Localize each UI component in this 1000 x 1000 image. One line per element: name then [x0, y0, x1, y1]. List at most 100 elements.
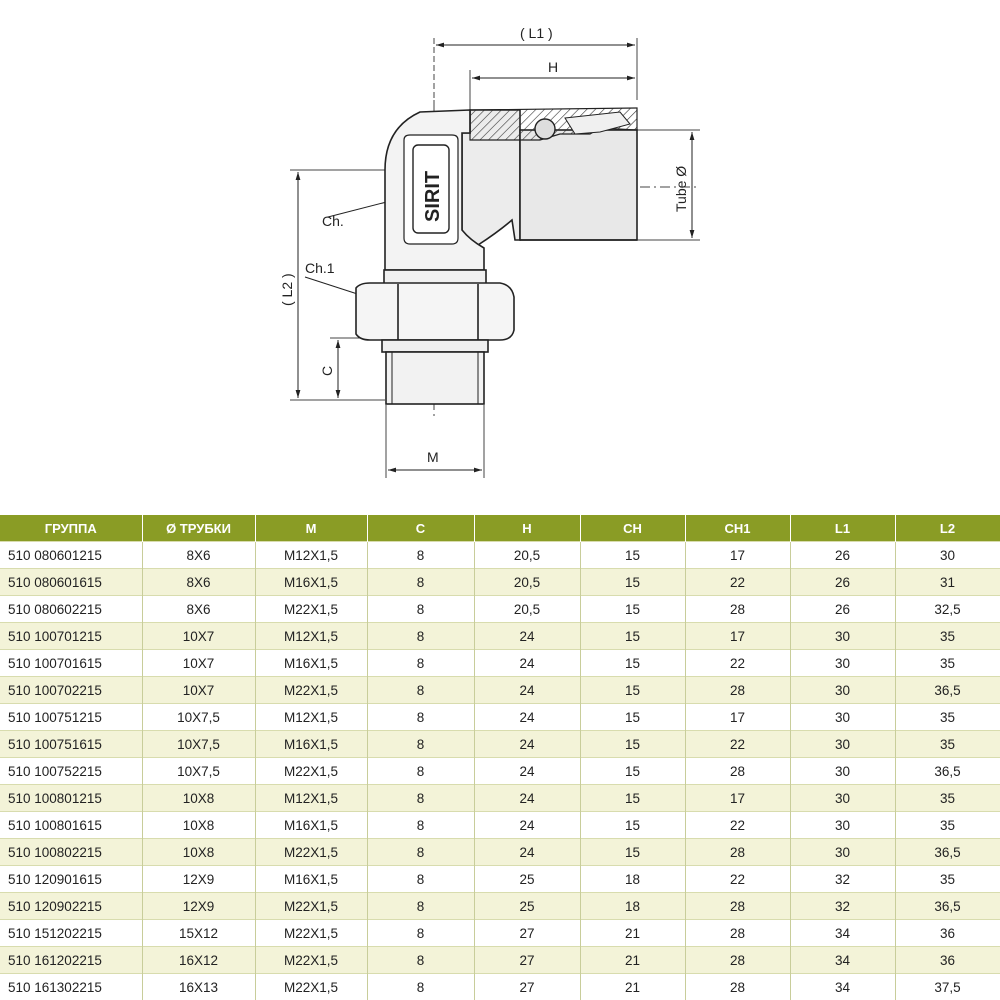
- cell-tube: 10X7: [142, 649, 256, 677]
- cell-l2: 36,5: [895, 838, 1000, 866]
- cell-ch: 21: [580, 946, 686, 974]
- cell-l1: 30: [790, 703, 896, 731]
- cell-ch: 21: [580, 919, 686, 947]
- cell-ch: 15: [580, 568, 686, 596]
- table-header-row: ГРУППА Ø ТРУБКИ M C H CH CH1 L1 L2: [0, 515, 1000, 542]
- dim-label-ch: Ch.: [322, 213, 344, 229]
- cell-group: 510 080602215: [0, 595, 143, 623]
- dim-label-ch1: Ch.1: [305, 260, 335, 276]
- cell-ch1: 17: [685, 622, 791, 650]
- cell-l2: 35: [895, 784, 1000, 812]
- cell-group: 510 080601615: [0, 568, 143, 596]
- cell-m: M12X1,5: [255, 622, 368, 650]
- dim-label-l1: ( L1 ): [520, 25, 553, 41]
- cell-h: 27: [474, 919, 581, 947]
- header-ch: CH: [580, 515, 686, 542]
- dim-label-c: C: [319, 366, 335, 376]
- cell-ch: 21: [580, 973, 686, 1000]
- cell-m: M22X1,5: [255, 676, 368, 704]
- cell-m: M22X1,5: [255, 595, 368, 623]
- cell-ch: 15: [580, 838, 686, 866]
- cell-c: 8: [367, 541, 475, 569]
- cell-tube: 10X7,5: [142, 703, 256, 731]
- cell-ch: 15: [580, 622, 686, 650]
- cell-tube: 10X7: [142, 676, 256, 704]
- cell-l2: 35: [895, 703, 1000, 731]
- cell-tube: 8X6: [142, 568, 256, 596]
- cell-tube: 8X6: [142, 595, 256, 623]
- cell-group: 510 120902215: [0, 892, 143, 920]
- cell-c: 8: [367, 595, 475, 623]
- cell-h: 24: [474, 757, 581, 785]
- dim-label-m: M: [427, 449, 439, 465]
- cell-l1: 32: [790, 865, 896, 893]
- cell-group: 510 161302215: [0, 973, 143, 1000]
- cell-m: M12X1,5: [255, 541, 368, 569]
- cell-group: 510 161202215: [0, 946, 143, 974]
- cell-l2: 36: [895, 946, 1000, 974]
- cell-l2: 30: [895, 541, 1000, 569]
- cell-c: 8: [367, 865, 475, 893]
- cell-h: 24: [474, 622, 581, 650]
- cell-l1: 30: [790, 757, 896, 785]
- cell-ch1: 28: [685, 946, 791, 974]
- cell-ch1: 22: [685, 811, 791, 839]
- cell-m: M22X1,5: [255, 757, 368, 785]
- cell-ch1: 22: [685, 865, 791, 893]
- cell-group: 510 100801615: [0, 811, 143, 839]
- cell-h: 20,5: [474, 568, 581, 596]
- cell-c: 8: [367, 622, 475, 650]
- cell-ch1: 28: [685, 892, 791, 920]
- header-c: C: [367, 515, 475, 542]
- cell-c: 8: [367, 730, 475, 758]
- cell-l1: 30: [790, 730, 896, 758]
- cell-c: 8: [367, 946, 475, 974]
- extension-lines: [290, 38, 700, 478]
- cell-ch1: 28: [685, 676, 791, 704]
- cell-l2: 35: [895, 865, 1000, 893]
- cell-l1: 30: [790, 838, 896, 866]
- header-tube: Ø ТРУБКИ: [142, 515, 256, 542]
- header-h: H: [474, 515, 581, 542]
- cell-l1: 34: [790, 919, 896, 947]
- cell-m: M22X1,5: [255, 892, 368, 920]
- cell-h: 25: [474, 892, 581, 920]
- cell-group: 510 100701615: [0, 649, 143, 677]
- cell-l2: 36: [895, 919, 1000, 947]
- cell-l1: 30: [790, 676, 896, 704]
- cell-ch: 18: [580, 892, 686, 920]
- cell-m: M22X1,5: [255, 838, 368, 866]
- cell-ch1: 28: [685, 919, 791, 947]
- cell-m: M16X1,5: [255, 865, 368, 893]
- cell-l2: 31: [895, 568, 1000, 596]
- cell-h: 24: [474, 811, 581, 839]
- cell-ch: 15: [580, 595, 686, 623]
- cell-c: 8: [367, 892, 475, 920]
- cell-l2: 36,5: [895, 892, 1000, 920]
- cell-c: 8: [367, 811, 475, 839]
- cell-h: 20,5: [474, 595, 581, 623]
- cell-ch: 15: [580, 757, 686, 785]
- technical-drawing: SIRIT ( L1 ) H Tube Ø Ch. Ch.1 ( L2 ) C …: [279, 25, 700, 478]
- cell-group: 510 100751215: [0, 703, 143, 731]
- cell-ch1: 28: [685, 973, 791, 1000]
- cell-l1: 34: [790, 946, 896, 974]
- cell-ch1: 22: [685, 568, 791, 596]
- dim-label-tube: Tube Ø: [673, 166, 689, 212]
- cell-tube: 15X12: [142, 919, 256, 947]
- cell-group: 510 100702215: [0, 676, 143, 704]
- cell-ch1: 22: [685, 649, 791, 677]
- cell-c: 8: [367, 568, 475, 596]
- cell-m: M12X1,5: [255, 703, 368, 731]
- cell-h: 20,5: [474, 541, 581, 569]
- cell-group: 510 100801215: [0, 784, 143, 812]
